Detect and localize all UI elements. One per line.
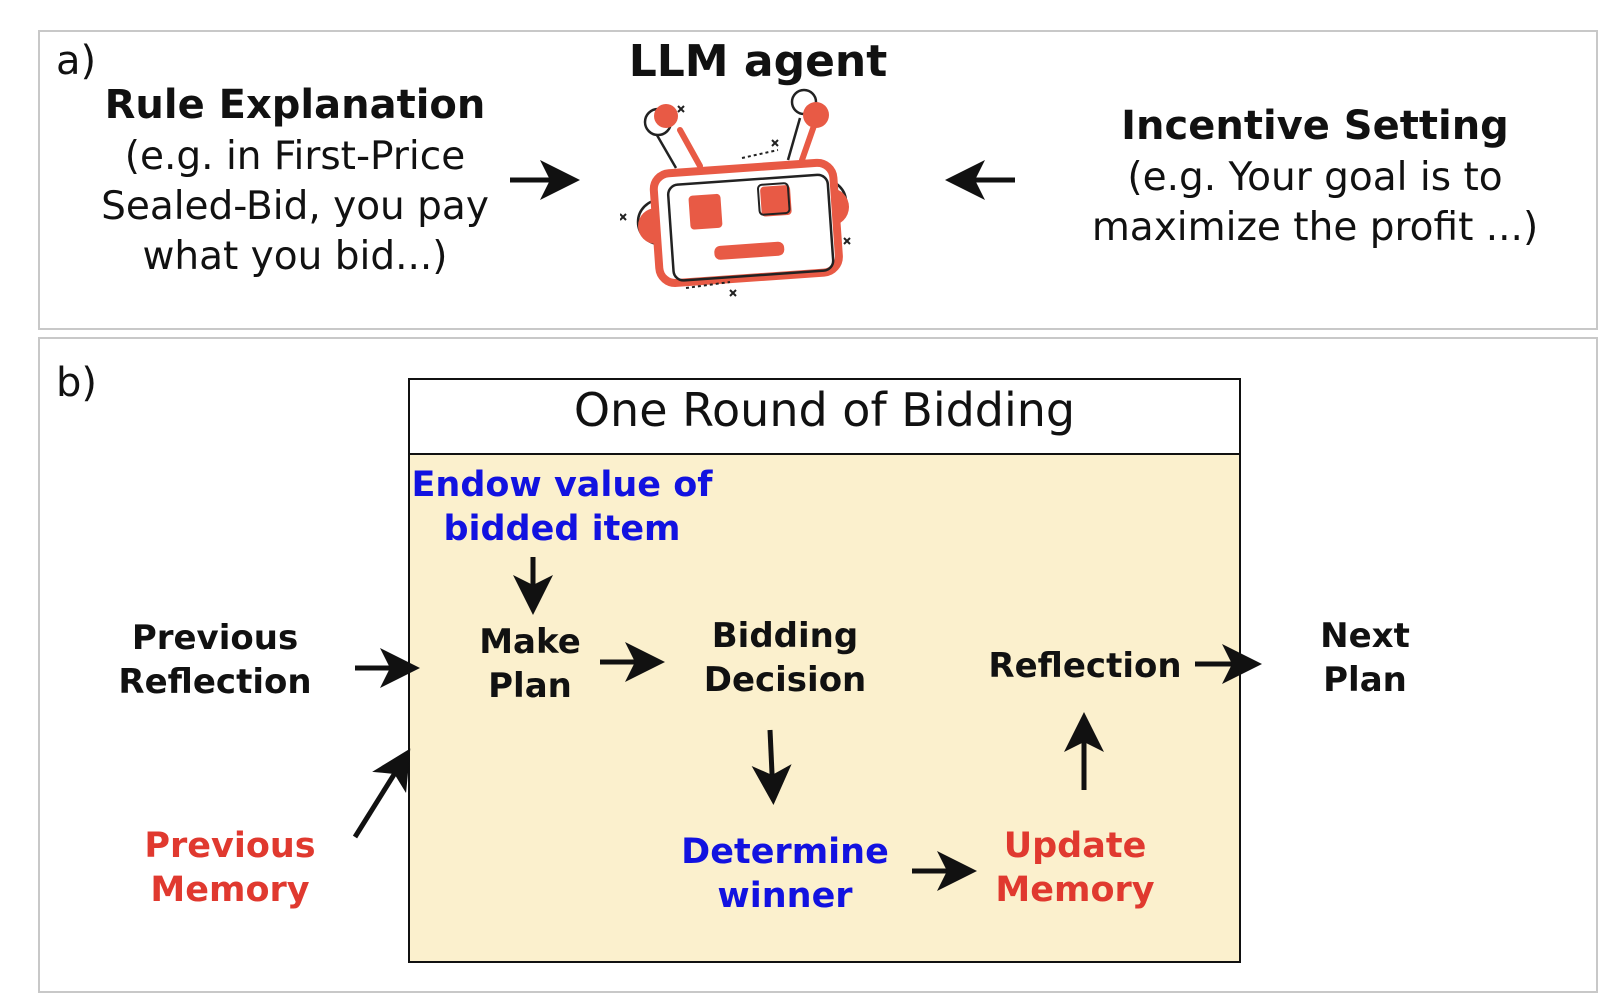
next-plan-line-1: Next <box>1320 616 1410 656</box>
incentive-heading: Incentive Setting <box>1121 103 1509 149</box>
endow-line-2: bidded item <box>443 509 681 549</box>
agent-title: LLM agent <box>628 36 888 87</box>
previous-memory-line-1: Previous <box>144 826 316 866</box>
reflection-node: Reflection <box>988 646 1182 686</box>
round-title: One Round of Bidding <box>573 383 1076 437</box>
previous-memory-line-2: Memory <box>150 870 310 910</box>
update-memory-line-2: Memory <box>995 870 1155 910</box>
update-memory-node: Update Memory <box>970 824 1180 912</box>
rule-line-2: Sealed-Bid, you pay <box>101 184 489 229</box>
robot-icon <box>620 88 851 297</box>
make-plan-line-1: Make <box>479 622 581 662</box>
next-plan-node: Next Plan <box>1290 614 1440 702</box>
round-box <box>408 378 1241 963</box>
make-plan-node: Make Plan <box>450 620 610 708</box>
round-title-box <box>408 378 1241 455</box>
rule-heading: Rule Explanation <box>104 82 486 128</box>
panel-a-label: a) <box>56 38 97 84</box>
update-memory-line-1: Update <box>1003 826 1147 866</box>
previous-memory-node: Previous Memory <box>120 824 340 912</box>
arrow-prev-memory-in <box>352 748 411 839</box>
previous-reflection-line-2: Reflection <box>118 662 312 702</box>
incentive-line-2: maximize the profit ...) <box>1091 205 1539 250</box>
endow-line-1: Endow value of <box>411 465 713 505</box>
next-plan-line-2: Plan <box>1323 660 1407 700</box>
previous-reflection-line-1: Previous <box>131 618 299 658</box>
bidding-decision-line-1: Bidding <box>711 616 859 656</box>
rule-line-3: what you bid...) <box>142 234 448 279</box>
determine-winner-line-2: winner <box>717 876 853 916</box>
rule-line-1: (e.g. in First-Price <box>124 134 466 179</box>
incentive-line-1: (e.g. Your goal is to <box>1127 155 1503 200</box>
panel-b-label: b) <box>56 360 97 406</box>
bidding-decision-node: Bidding Decision <box>680 614 890 702</box>
bidding-decision-line-2: Decision <box>703 660 867 700</box>
endow-value-node: Endow value of bidded item <box>402 463 722 551</box>
determine-winner-node: Determine winner <box>680 830 890 918</box>
make-plan-line-2: Plan <box>488 666 572 706</box>
arrow-decision-to-winner <box>751 729 792 805</box>
rule-text: (e.g. in First-Price Sealed-Bid, you pay… <box>70 132 520 282</box>
previous-reflection-node: Previous Reflection <box>100 616 330 704</box>
determine-winner-line-1: Determine <box>681 832 889 872</box>
incentive-text: (e.g. Your goal is to maximize the profi… <box>1060 153 1570 253</box>
